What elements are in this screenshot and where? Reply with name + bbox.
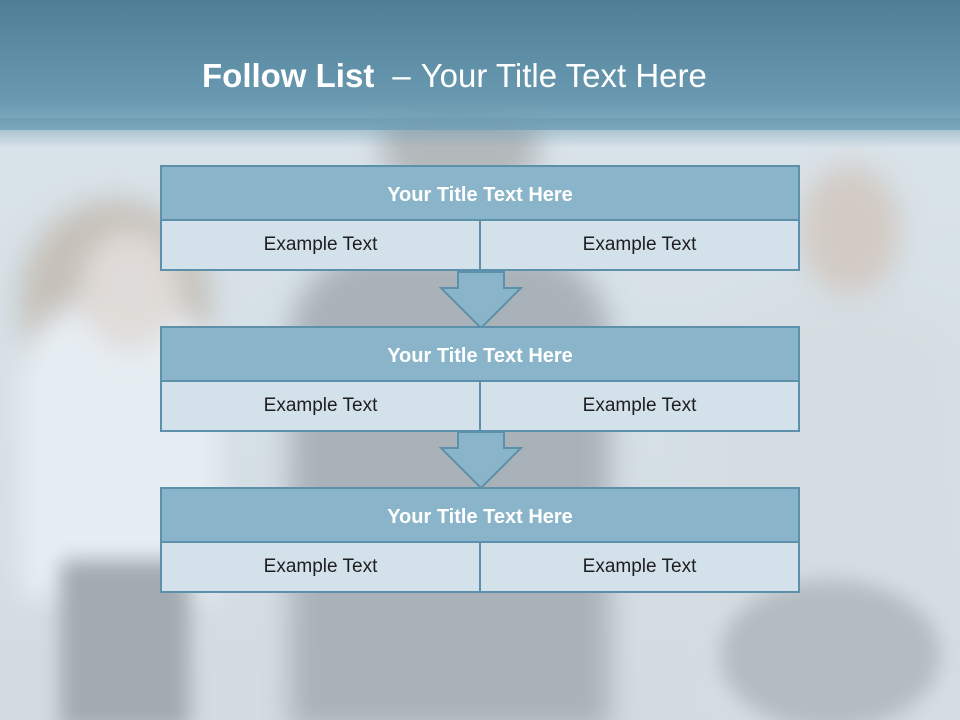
step-title: Your Title Text Here — [160, 165, 800, 221]
down-arrow-icon — [438, 271, 524, 330]
slide-title-bold: Follow List — [202, 57, 375, 94]
step-title: Your Title Text Here — [160, 487, 800, 543]
step-block-3: Your Title Text Here Example Text Exampl… — [160, 487, 800, 593]
step-cell-right: Example Text — [481, 382, 800, 432]
step-block-1: Your Title Text Here Example Text Exampl… — [160, 165, 800, 271]
header-band — [0, 0, 960, 130]
step-cell-right: Example Text — [481, 543, 800, 593]
step-cell-left: Example Text — [160, 543, 481, 593]
down-arrow-icon — [438, 431, 524, 490]
background-person-right-legs — [720, 580, 940, 720]
step-cell-left: Example Text — [160, 382, 481, 432]
step-cell-left: Example Text — [160, 221, 481, 271]
step-block-2: Your Title Text Here Example Text Exampl… — [160, 326, 800, 432]
header-fade — [0, 118, 960, 148]
slide-title-separator: – — [392, 57, 411, 94]
slide-title-rest: Your Title Text Here — [420, 57, 707, 94]
slide-title: Follow List–Your Title Text Here — [202, 56, 707, 96]
step-cell-right: Example Text — [481, 221, 800, 271]
background-person-right-face — [800, 165, 900, 295]
step-title: Your Title Text Here — [160, 326, 800, 382]
